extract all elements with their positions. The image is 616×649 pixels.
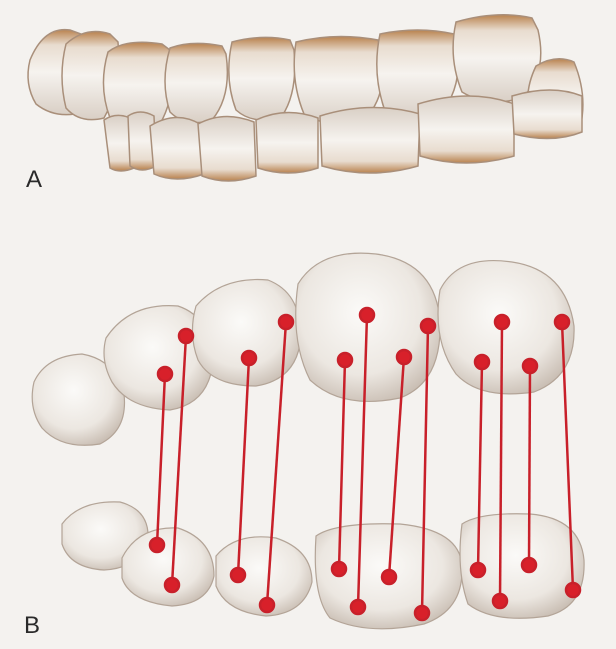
panel-b-label: B	[24, 612, 40, 640]
panel-a-label: A	[26, 166, 42, 194]
panel-b-lower-teeth	[62, 502, 584, 629]
panel-b-upper-teeth	[32, 253, 574, 445]
